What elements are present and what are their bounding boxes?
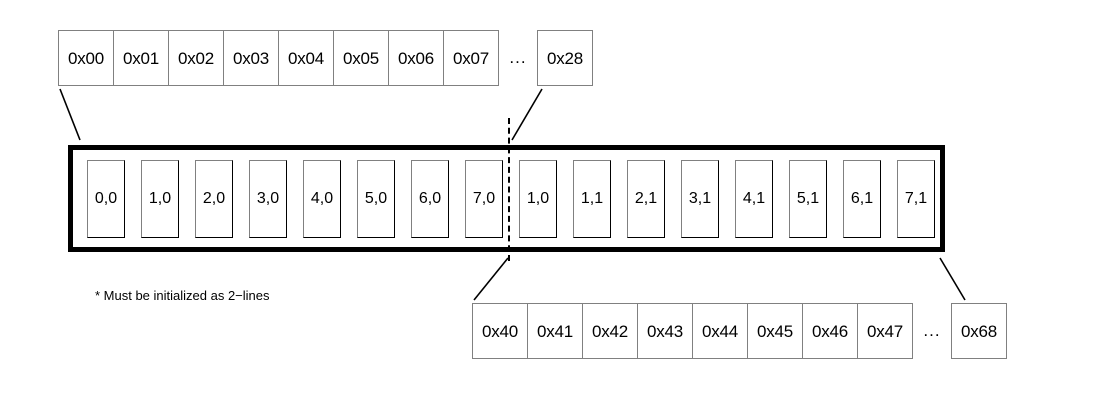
cacheline-cell: 0,0	[87, 160, 125, 238]
top-address-row: 0x00 0x01 0x02 0x03 0x04 0x05 0x06 0x07 …	[58, 30, 593, 86]
cacheline-cell: 6,0	[411, 160, 449, 238]
address-box-tail: 0x68	[951, 303, 1007, 359]
address-box: 0x47	[857, 303, 913, 359]
cacheline-cell: 1,1	[573, 160, 611, 238]
address-box: 0x04	[278, 30, 334, 86]
ellipsis-icon: ...	[509, 48, 527, 67]
connector-bottom-right	[939, 257, 966, 301]
cacheline-cell: 6,1	[843, 160, 881, 238]
connector-bottom-left	[473, 257, 509, 301]
address-box: 0x46	[802, 303, 858, 359]
connector-top-left	[59, 88, 81, 141]
cacheline-cell: 1,0	[141, 160, 179, 238]
line-split-divider	[508, 118, 510, 261]
address-box: 0x01	[113, 30, 169, 86]
cacheline-cell: 7,0	[465, 160, 503, 238]
address-box: 0x43	[637, 303, 693, 359]
cacheline-cell: 3,1	[681, 160, 719, 238]
cacheline-cell: 2,1	[627, 160, 665, 238]
footnote-text: * Must be initialized as 2−lines	[95, 288, 270, 303]
cacheline-cell-group: 0,0 1,0 2,0 3,0 4,0 5,0 6,0 7,0 1,0 1,1 …	[87, 160, 935, 238]
address-box: 0x40	[472, 303, 528, 359]
cacheline-cell: 3,0	[249, 160, 287, 238]
cacheline-buffer: 0,0 1,0 2,0 3,0 4,0 5,0 6,0 7,0 1,0 1,1 …	[68, 145, 945, 252]
address-box: 0x00	[58, 30, 114, 86]
address-box: 0x02	[168, 30, 224, 86]
ellipsis-icon: ...	[923, 321, 941, 340]
cacheline-cell: 4,0	[303, 160, 341, 238]
cacheline-cell: 4,1	[735, 160, 773, 238]
address-box: 0x44	[692, 303, 748, 359]
address-box: 0x42	[582, 303, 638, 359]
address-box: 0x05	[333, 30, 389, 86]
address-box: 0x07	[443, 30, 499, 86]
address-box: 0x03	[223, 30, 279, 86]
cacheline-cell: 5,0	[357, 160, 395, 238]
address-box: 0x45	[747, 303, 803, 359]
bottom-address-row: 0x40 0x41 0x42 0x43 0x44 0x45 0x46 0x47 …	[472, 303, 1007, 359]
address-box-tail: 0x28	[537, 30, 593, 86]
address-box: 0x06	[388, 30, 444, 86]
cacheline-cell: 5,1	[789, 160, 827, 238]
cacheline-cell: 2,0	[195, 160, 233, 238]
connector-top-right	[511, 88, 543, 141]
address-box: 0x41	[527, 303, 583, 359]
cacheline-cell: 7,1	[897, 160, 935, 238]
cacheline-cell: 1,0	[519, 160, 557, 238]
